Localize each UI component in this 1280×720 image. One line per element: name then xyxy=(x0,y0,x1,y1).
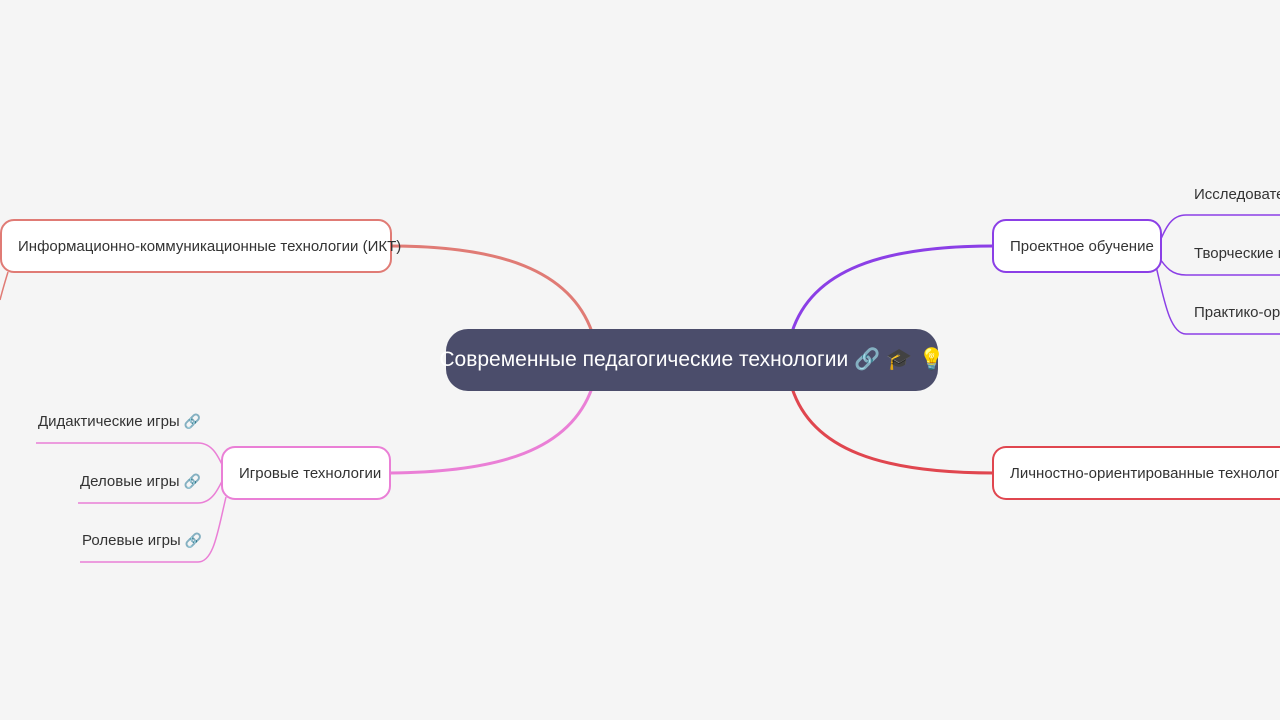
topic-ikt[interactable]: Информационно-коммуникационные технологи… xyxy=(0,219,401,273)
connector-games xyxy=(389,387,594,475)
subtopic-label: Практико-ори xyxy=(1194,303,1280,321)
connector-personal xyxy=(790,387,995,475)
connector-ikt xyxy=(389,244,594,333)
subtopic-label: Ролевые игры xyxy=(82,531,181,549)
link-icon[interactable]: 🔗 xyxy=(183,412,202,429)
link-icon[interactable]: 🔗 xyxy=(183,472,201,489)
subtopic-label: Дидактические игры xyxy=(38,412,180,430)
subtopic-label: Творческие пр xyxy=(1194,244,1280,262)
connector-projects xyxy=(790,244,995,333)
root-topic-label: Современные педагогические технологии xyxy=(439,348,849,371)
subtopic-research-projects[interactable]: Исследовател xyxy=(1194,177,1280,211)
topic-personal[interactable]: Личностно-ориентированные технологии xyxy=(992,446,1280,500)
graduation-cap-icon: 🎓 xyxy=(886,348,913,371)
topic-ikt-label: Информационно-коммуникационные технологи… xyxy=(18,237,402,255)
link-icon[interactable]: 🔗 xyxy=(184,531,203,548)
lightbulb-icon: 💡 xyxy=(918,348,945,371)
topic-projects[interactable]: Проектное обучение xyxy=(992,219,1162,273)
subtopic-creative-projects[interactable]: Творческие пр xyxy=(1194,236,1280,270)
subtopic-role-games[interactable]: Ролевые игры 🔗 xyxy=(82,523,202,557)
root-topic-node[interactable]: Современные педагогические технологии 🔗 … xyxy=(439,329,945,391)
subtopic-label: Исследовател xyxy=(1194,185,1280,203)
subtopic-practice-projects[interactable]: Практико-ори xyxy=(1194,295,1280,329)
topic-personal-label: Личностно-ориентированные технологии xyxy=(1010,464,1280,482)
topic-games-label: Игровые технологии xyxy=(239,464,382,482)
link-icon[interactable]: 🔗 xyxy=(854,348,881,371)
connector-project-practice xyxy=(1155,265,1280,335)
subtopic-didactic-games[interactable]: Дидактические игры 🔗 xyxy=(38,404,201,438)
topic-projects-label: Проектное обучение xyxy=(1010,237,1154,255)
subtopic-label: Деловые игры xyxy=(80,472,180,490)
connector-ikt-child xyxy=(0,271,9,301)
subtopic-business-games[interactable]: Деловые игры 🔗 xyxy=(80,464,201,498)
connector-game-role xyxy=(80,496,227,563)
topic-games[interactable]: Игровые технологии xyxy=(221,446,391,500)
